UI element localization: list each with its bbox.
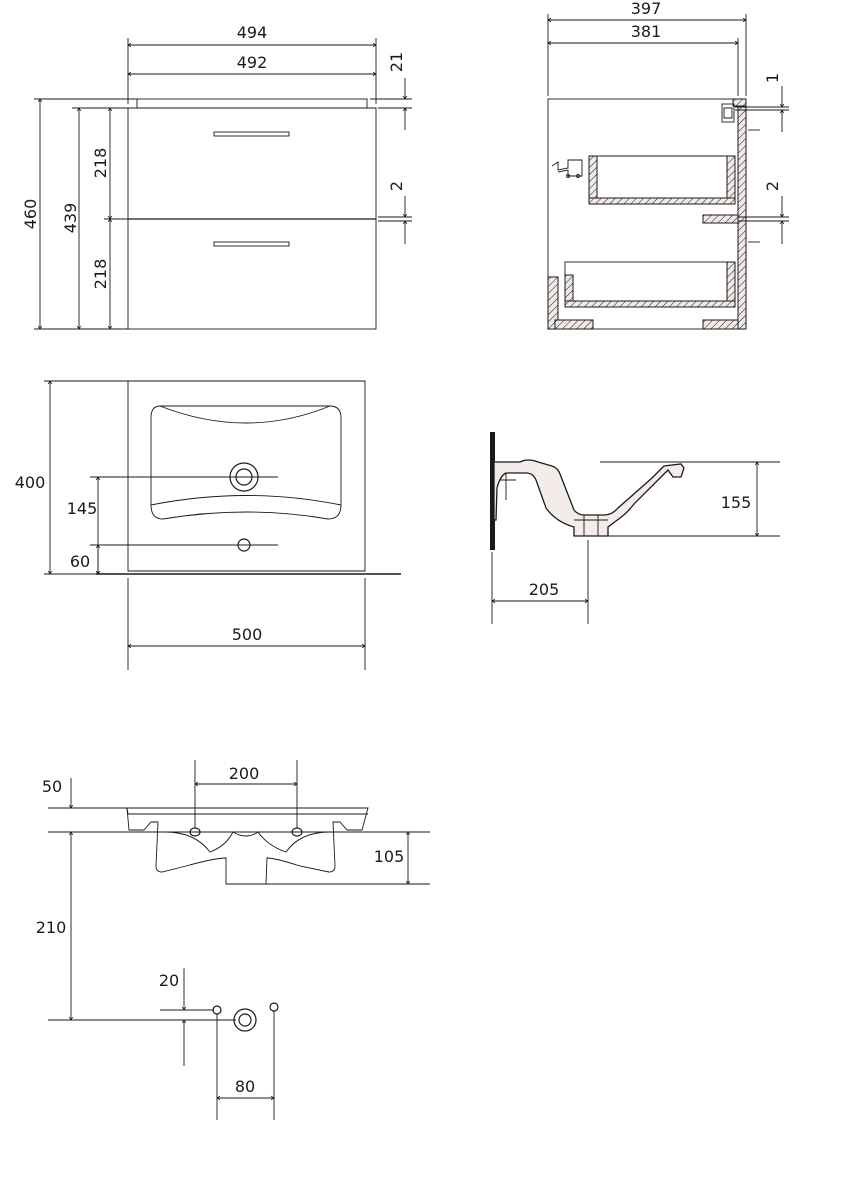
dim-depth-overall: 397 (631, 0, 662, 18)
dim-drain-offset: 60 (70, 552, 90, 571)
dim-rim-thickness: 50 (42, 777, 62, 796)
dim-tap-hole-offset: 145 (67, 499, 98, 518)
dim-underside-depth: 105 (374, 847, 405, 866)
dim-drawer-gap-side: 2 (763, 181, 782, 191)
basin-outline (127, 380, 366, 572)
dim-hole-spacing: 80 (235, 1077, 255, 1096)
basin-ceramic-profile (493, 459, 685, 537)
dim-mounting-spacing: 200 (229, 764, 260, 783)
dim-basin-depth: 400 (15, 473, 46, 492)
wall-section (490, 432, 495, 550)
small-hole-right (269, 1002, 279, 1012)
countertop-outline (136, 98, 368, 109)
drawer-handle-upper (213, 131, 290, 137)
dim-width-overall: 494 (237, 23, 268, 42)
dim-drawer-gap-front: 2 (387, 181, 406, 191)
basin-rear-view: 200 50 105 210 20 80 (36, 760, 430, 1120)
cabinet-side-section: 397 381 1 2 (547, 0, 789, 330)
dim-drain-setback: 205 (529, 580, 560, 599)
dim-depth-body: 381 (631, 22, 662, 41)
dim-drawer-lower: 218 (91, 259, 110, 290)
dim-hole-offset: 20 (159, 971, 179, 990)
dim-drawer-upper: 218 (91, 148, 110, 179)
cabinet-side-outline (547, 98, 747, 330)
dim-height-overall: 460 (21, 199, 40, 230)
drawer-handle-lower (213, 241, 290, 247)
basin-top-view: 400 145 60 500 (15, 381, 401, 670)
small-hole-left (212, 1005, 222, 1015)
dim-drain-height: 210 (36, 918, 67, 937)
basin-rear-outline (126, 807, 369, 885)
dim-width-body: 492 (237, 53, 268, 72)
dim-top-gap: 1 (763, 73, 782, 83)
drain-inner-ring (238, 1013, 252, 1027)
cabinet-front-view: 494 492 21 2 460 439 218 218 (21, 23, 412, 329)
drain-outer-ring (233, 1008, 257, 1032)
dim-height-body: 439 (61, 203, 80, 234)
dim-basin-width: 500 (232, 625, 263, 644)
basin-bowl (150, 405, 342, 520)
dim-top-thickness: 21 (387, 52, 406, 72)
dim-bowl-depth: 155 (721, 493, 752, 512)
basin-side-section: 155 205 (490, 432, 780, 624)
